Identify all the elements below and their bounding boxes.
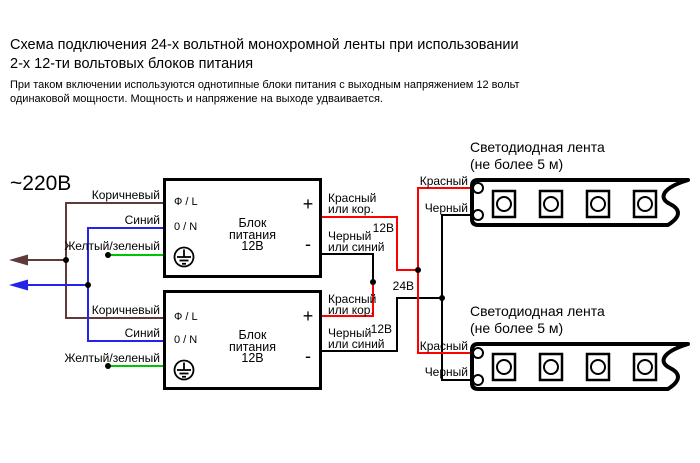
red-wire-label-line2: или кор. [328,202,374,216]
strip1-red-label: Красный [419,174,468,188]
wire-label-blue: Синий [124,326,160,340]
wire-label-blue: Синий [124,213,160,227]
led-strip-1 [470,178,690,227]
strip2-title: Светодиодная лента (не более 5 м) [470,303,605,336]
strip-title-line2: (не более 5 м) [470,319,564,336]
description-line1: При таком включении используются однотип… [10,79,520,91]
earth-ground-icon [173,359,195,381]
black-wire-label-line2: или синий [328,240,385,254]
strip-minus-pad [472,374,484,386]
wire-label-ground: Желтый/зеленый [64,351,160,365]
psu1-v12-label: 12В [372,221,394,235]
strip2-red-label: Красный [419,339,468,353]
red-wire-label-line1: Красный [328,191,377,205]
strip-plus-pad [472,347,484,359]
strip1-title: Светодиодная лента (не более 5 м) [470,139,605,172]
psu2-live-terminal: Ф / L [174,311,198,323]
brown-arrowhead-icon [9,254,28,266]
psu1-red-wire-label: Красный или кор. [328,191,377,216]
wire-label-brown: Коричневый [91,188,160,202]
psu1-neutral-terminal: 0 / N [174,221,198,233]
psu2-name-line2: питания [229,339,276,354]
led-strip-2 [470,342,690,391]
junction-dot [105,363,111,369]
strip-minus-pad [472,209,484,221]
psu1-name-line3: 12В [241,239,264,253]
led-chips [491,189,658,219]
blue-arrowhead-icon [9,279,28,291]
junction-dot [63,257,69,263]
psu1-minus-wire [320,253,374,282]
psu2-block [163,290,322,390]
psu2-minus-wire [320,297,442,352]
page-title-line2: 2-х 12-ти вольтовых блоков питания [10,56,254,72]
psu2-plus-terminal: + [302,306,314,326]
black-wire-label-line1: Черный [328,326,372,340]
psu1-name-line2: питания [229,227,276,242]
led-lenses [496,196,653,212]
psu1-plus-terminal: + [302,194,314,214]
led-lenses [496,359,653,375]
psu1-name: Блок питания 12В [205,216,300,253]
black-trunk-wire [441,214,473,381]
mains-voltage-label: ~220В [10,172,72,195]
psu1-block [163,178,322,278]
psu1-live-terminal: Ф / L [174,196,198,208]
strip1-black-label: Черный [424,201,468,215]
junction-dot [105,252,111,258]
strip2-black-label: Черный [424,365,468,379]
psu2-plus-wire [320,282,374,317]
earth-ground-icon [173,246,195,268]
wire-label-ground: Желтый/зеленый [64,239,160,253]
series-junction-dot [370,279,376,285]
psu2-minus-terminal: - [305,346,311,366]
strip-title-line1: Светодиодная лента [470,139,605,155]
strip-title-line1: Светодиодная лента [470,303,605,319]
black-wire-label-line1: Черный [328,229,372,243]
psu2-name-line3: 12В [241,351,264,365]
psu1-name-line1: Блок [238,216,267,230]
psu2-red-wire-label: Красный или кор. [328,292,377,317]
red-wire-label-line2: или кор. [328,303,374,317]
psu2-neutral-terminal: 0 / N [174,334,198,346]
black-wire-label-line2: или синий [328,337,385,351]
psu1-minus-terminal: - [305,234,311,254]
red-wire-label-line1: Красный [328,292,377,306]
junction-dot [85,282,91,288]
led-chips [491,352,658,382]
psu2-name: Блок питания 12В [205,328,300,365]
red-junction-dot [415,267,421,273]
description-line2: одинаковой мощности. Мощность и напряжен… [10,93,383,105]
black-junction-dot [439,295,445,301]
wire-label-brown: Коричневый [91,303,160,317]
psu2-v12-label: 12В [370,322,392,336]
strip-plus-pad [472,182,484,194]
v24-label: 24В [392,279,414,293]
psu2-black-wire-label: Черный или синий [328,326,385,351]
strip-title-line2: (не более 5 м) [470,155,564,172]
page-title-line1: Схема подключения 24-х вольтной монохром… [10,37,519,53]
psu1-black-wire-label: Черный или синий [328,229,385,254]
psu2-name-line1: Блок [238,328,267,342]
psu1-plus-wire [320,216,418,271]
